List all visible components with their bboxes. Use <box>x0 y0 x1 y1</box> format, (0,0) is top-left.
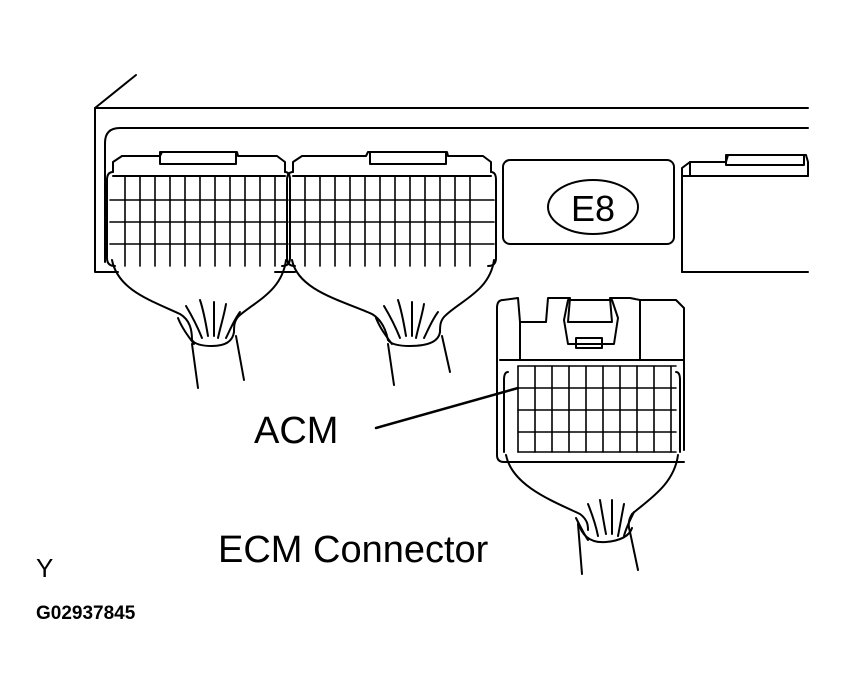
harness-1 <box>111 259 287 389</box>
e8-badge <box>547 179 639 235</box>
harness-3 <box>505 454 679 575</box>
e8-label: E8 <box>571 188 615 229</box>
figure-code: G02937845 <box>36 603 136 624</box>
socket-2 <box>286 151 497 267</box>
harness-2 <box>291 259 495 386</box>
ecm-connector-caption: ECM Connector <box>218 529 489 571</box>
socket-2-grid <box>289 175 495 267</box>
acm-label: ACM <box>254 410 339 452</box>
ecm-connector-plug <box>496 297 685 463</box>
e8-socket <box>502 159 675 245</box>
socket-1-grid <box>109 175 289 267</box>
acm-leader-line <box>374 386 520 430</box>
plug-grid <box>517 365 677 453</box>
socket-4 <box>681 154 809 273</box>
view-letter: Y <box>36 553 54 583</box>
ecm-housing <box>94 74 809 273</box>
socket-1 <box>106 151 291 267</box>
